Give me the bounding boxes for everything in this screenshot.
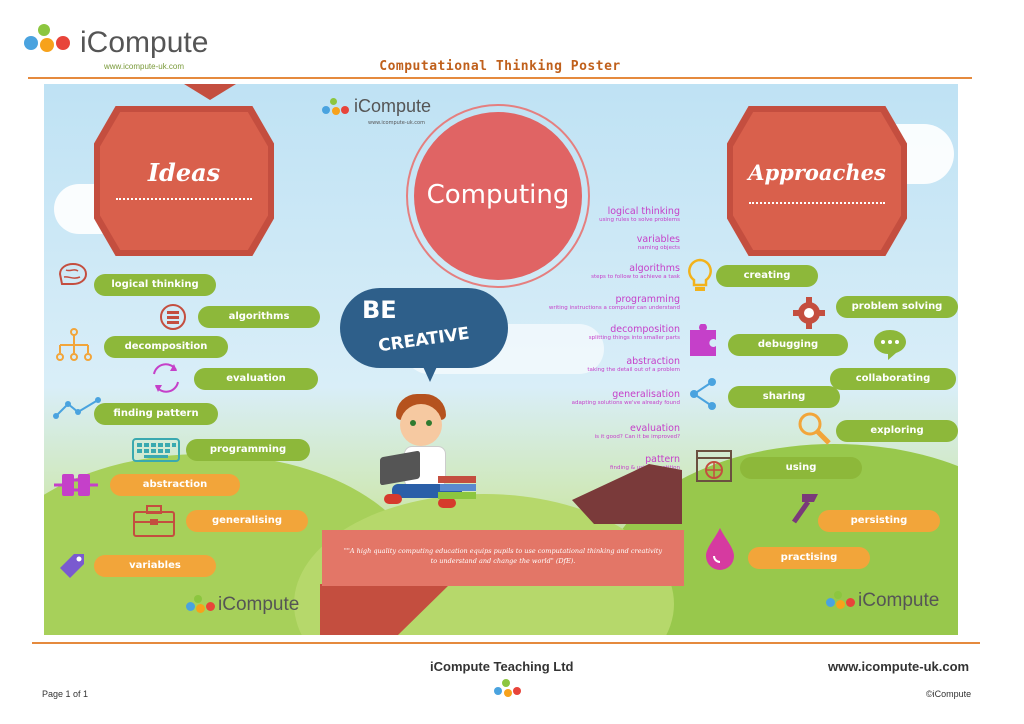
puzzle-icon [690,324,716,356]
drop-icon [706,528,734,570]
poster: Ideas Approaches iCompute www.icompute-u… [44,84,958,635]
ribbon-decoration [184,84,236,100]
be-label: BE [362,296,397,324]
dotted-line [749,202,885,204]
gear-logo-icon [341,106,349,114]
inner-logo: iCompute www.icompute-uk.com [322,94,452,134]
approaches-title: Approaches [748,160,886,185]
approach-pill-sharing: sharing [728,386,840,408]
idea-pill-generalising: generalising [186,510,308,532]
boy-illustration [374,394,504,514]
tag-icon [60,554,84,578]
chat-bubble-icon [874,330,906,360]
logo-url: www.icompute-uk.com [104,62,185,71]
quote-box [322,530,684,586]
approach-pill-problem-solving: problem solving [836,296,958,318]
cycle-arrows-icon [153,363,179,393]
idea-pill-abstraction: abstraction [110,474,240,496]
gear-logo-icon [322,106,330,114]
approach-pill-persisting: persisting [818,510,940,532]
copyright: ©iCompute [926,689,972,699]
be-creative-tail [420,360,440,382]
approach-pill-creating: creating [716,265,818,287]
approach-pill-debugging: debugging [728,334,848,356]
gear-logo-icon [56,36,70,50]
idea-pill-evaluation: evaluation [194,368,318,390]
gear-logo-icon [504,689,512,697]
gear-logo-icon [24,36,38,50]
browser-globe-icon [696,450,732,482]
page-number: Page 1 of 1 [42,689,89,699]
computing-circle-ring [406,104,590,288]
idea-pill-algorithms: algorithms [198,306,320,328]
ideas-badge: Ideas [94,106,274,256]
idea-pill-logical-thinking: logical thinking [94,274,216,296]
approach-pill-collaborating: collaborating [830,368,956,390]
header-logo[interactable]: iCompute www.icompute-uk.com [22,16,222,76]
idea-pill-variables: variables [94,555,216,577]
inner-logo-text: iCompute [354,96,432,116]
line-graph-icon [53,397,101,419]
books-icon [438,476,478,504]
hierarchy-icon [56,328,92,361]
inner-logo-url: www.icompute-uk.com [368,120,425,126]
approach-pill-exploring: exploring [836,420,958,442]
brain-icon [58,262,88,285]
gear-logo-icon [502,679,510,687]
gear-logo-icon [494,687,502,695]
approaches-badge: Approaches [727,106,907,256]
quote-text: ""A high quality computing education equ… [343,547,663,565]
idea-pill-decomposition: decomposition [104,336,228,358]
header-divider [28,77,972,79]
ideas-title: Ideas [147,158,221,187]
keyboard-icon [132,438,180,462]
dotted-line [116,198,252,200]
gear-logo-icon [38,24,50,36]
be-creative-cloud [340,288,508,368]
footer-divider [32,642,980,644]
bottom-left-logo: iCompute [186,592,306,622]
logo-text: iCompute [80,26,209,59]
idea-pill-programming: programming [186,439,310,461]
footer-company: iCompute Teaching Ltd [430,659,574,674]
gear-logo-icon [332,107,340,115]
gear-icon [793,297,825,329]
gear-logo-icon [40,38,54,52]
hammer-icon [791,494,818,524]
gear-logo-icon [513,687,521,695]
footer-website[interactable]: www.icompute-uk.com [828,659,970,674]
magnifier-icon [798,412,831,445]
toolbox-icon [133,505,175,537]
plug-icon [54,474,98,496]
approach-pill-using: using [740,457,862,479]
page-title: Computational Thinking Poster [379,59,621,74]
computing-label: Computing [426,180,570,210]
footer-logo [494,678,524,700]
list-icon [160,304,186,330]
computing-circle [414,112,582,280]
bottom-right-logo: iCompute [826,588,946,618]
idea-pill-finding-pattern: finding pattern [94,403,218,425]
lightbulb-icon [688,258,712,291]
share-icon [690,378,716,410]
gear-logo-icon [330,98,337,105]
approach-pill-practising: practising [748,547,870,569]
